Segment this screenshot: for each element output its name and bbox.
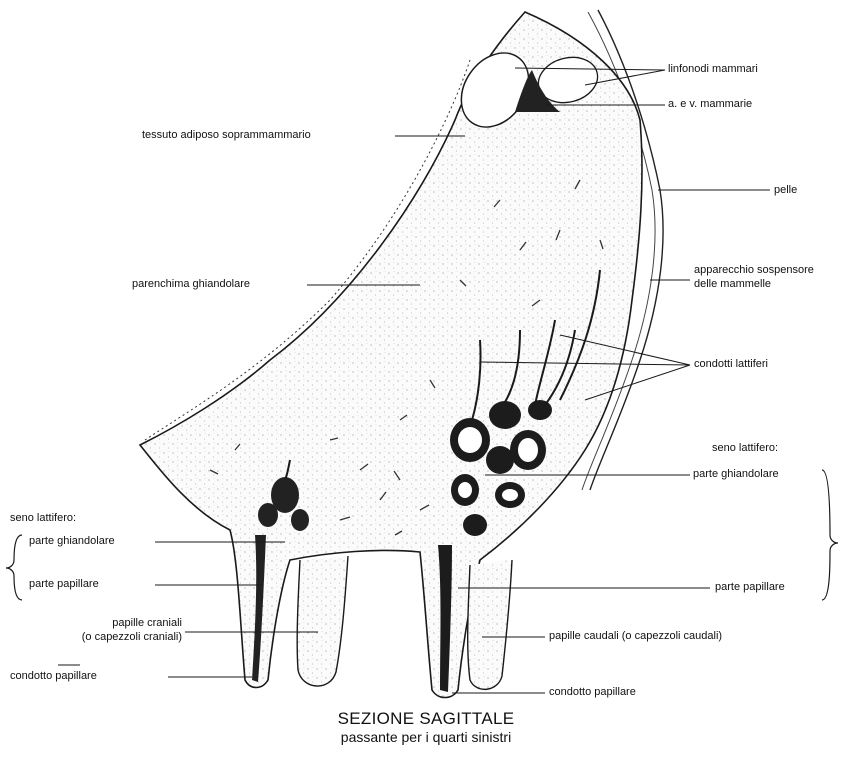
label-parenchima-ghiandolare: parenchima ghiandolare [132,278,250,291]
gland-body [140,12,642,698]
label-delle-mammelle: delle mammelle [694,278,771,291]
label-seno-lattifero-right: seno lattifero: [712,442,778,455]
label-condotto-papillare-right: condotto papillare [549,686,636,699]
label-parte-papillare-right: parte papillare [715,581,785,594]
label-linfonodi-mammari: linfonodi mammari [668,63,758,76]
cranial-teat-rear [297,556,348,686]
label-condotti-lattiferi: condotti lattiferi [694,358,768,371]
label-papille-caudali: papille caudali (o capezzoli caudali) [549,630,722,643]
caption-title: SEZIONE SAGITTALE [0,709,852,729]
label-arterie-vene-mammarie: a. e v. mammarie [668,98,752,111]
label-seno-lattifero-left: seno lattifero: [10,512,76,525]
label-parte-ghiandolare-left: parte ghiandolare [29,535,115,548]
label-apparecchio-sospensore: apparecchio sospensore [694,264,814,277]
label-capezzoli-craniali: (o capezzoli craniali) [40,631,182,644]
left-brace [6,535,22,600]
label-condotto-papillare-left: condotto papillare [10,670,97,683]
label-parte-papillare-left: parte papillare [29,578,99,591]
label-papille-craniali: papille craniali [40,617,182,630]
caudal-teat-rear [468,560,512,689]
right-brace [822,470,838,600]
label-tessuto-adiposo: tessuto adiposo soprammammario [142,129,311,142]
label-pelle: pelle [774,184,797,197]
label-parte-ghiandolare-right: parte ghiandolare [693,468,779,481]
caption-subtitle: passante per i quarti sinistri [0,729,852,745]
